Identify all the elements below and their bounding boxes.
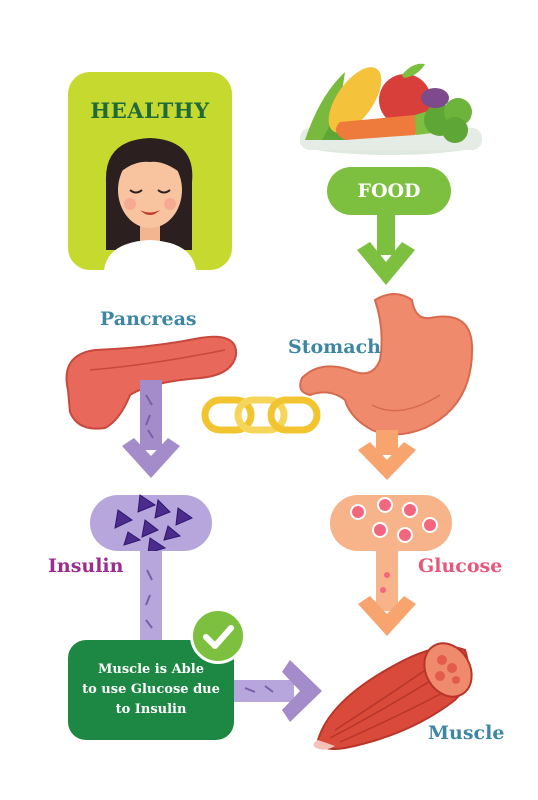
glucose-to-muscle-arrow [358,551,416,636]
muscle-info-line-3: to Insulin [115,702,187,717]
insulin-label: Insulin [48,555,124,577]
smiling-woman-avatar [104,138,196,270]
muscle-info-text: Muscle is Able to use Glucose due to Ins… [68,660,234,720]
chain-links-icon [201,396,321,434]
food-label-pill: FOOD [327,167,451,215]
muscle-info-line-1: Muscle is Able [98,662,204,677]
checkmark-icon [203,625,234,649]
food-illustration [300,63,482,155]
muscle-label: Muscle [428,722,505,744]
muscle-info-line-2: to use Glucose due [82,682,220,697]
glucose-container [330,495,452,551]
glucose-label: Glucose [418,555,503,577]
healthy-title: HEALTHY [90,98,210,123]
stomach-illustration [299,293,474,436]
food-to-stomach-arrow [357,213,415,285]
insulin-container [90,494,212,554]
pancreas-label: Pancreas [100,308,197,330]
stomach-to-glucose-arrow [358,430,416,480]
stomach-label: Stomach [288,336,381,358]
insulin-to-muscle-connector [140,551,162,643]
pancreas-to-insulin-arrow [122,380,180,478]
muscle-illustration [313,642,473,750]
healthy-card: HEALTHY [68,72,232,270]
checkmark-badge [190,608,246,664]
insulin-to-muscle-arrow [234,660,322,722]
